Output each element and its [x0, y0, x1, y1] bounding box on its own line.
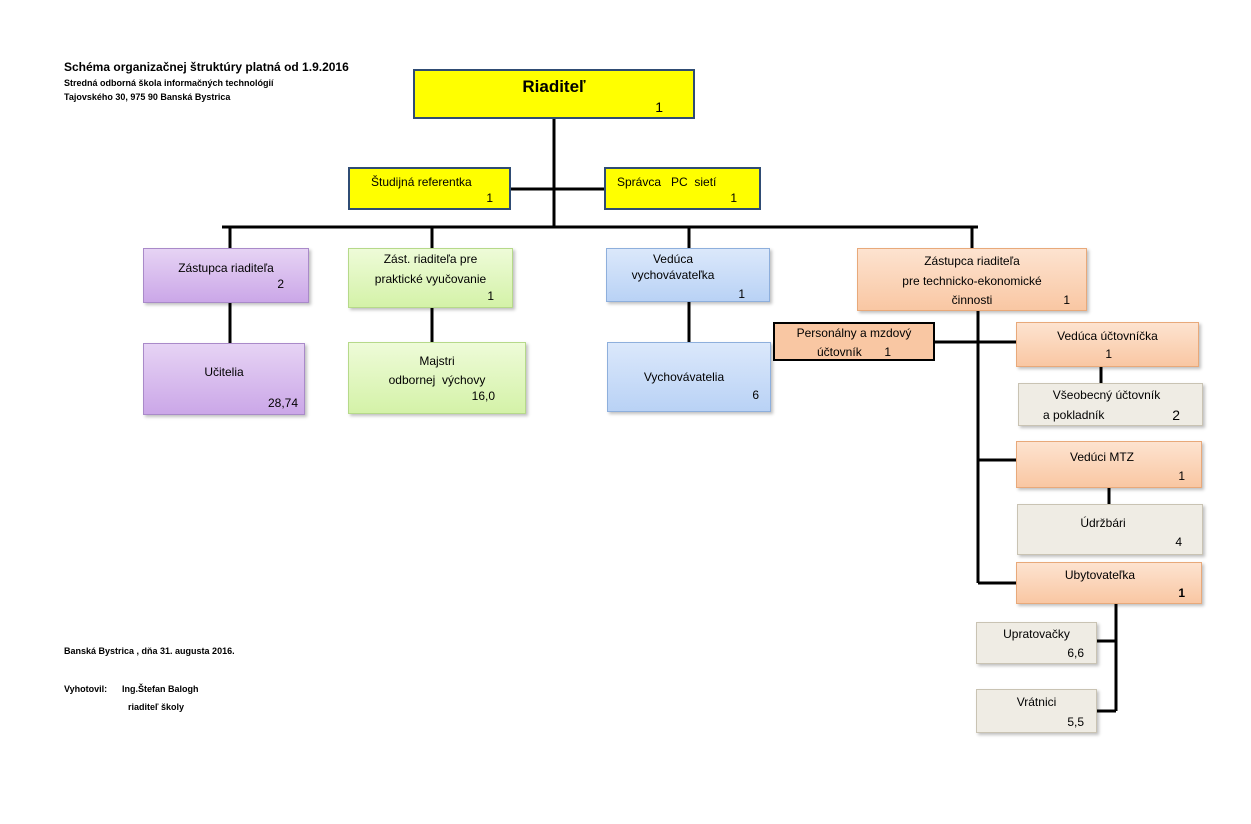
node-label: Zástupca riaditeľa — [178, 261, 274, 275]
node-ucitelia: Učitelia 28,74 — [143, 343, 305, 415]
node-zastupca: Zástupca riaditeľa 2 — [143, 248, 309, 303]
node-label: Ubytovateľka — [1064, 568, 1136, 582]
node-veduci-mtz: Vedúci MTZ 1 — [1016, 441, 1202, 488]
node-zast-tech: Zástupca riaditeľa pre technicko-ekonomi… — [857, 248, 1087, 311]
node-label-line3: činnosti — [951, 293, 993, 307]
node-count: 1 — [655, 99, 663, 115]
node-label-line1: Všeobecný účtovník — [1052, 388, 1161, 402]
node-personalny: Personálny a mzdový účtovník 1 — [773, 322, 935, 361]
node-label: Upratovačky — [1003, 627, 1070, 641]
node-label: Vrátnici — [1016, 695, 1057, 709]
node-ubytovatelka: Ubytovateľka 1 — [1016, 562, 1202, 604]
node-count: 1 — [1063, 293, 1070, 307]
node-veduca-uctovnicka: Vedúca účtovníčka 1 — [1016, 322, 1199, 367]
page-title: Schéma organizačnej štruktúry platná od … — [64, 60, 349, 74]
prepared-name: Ing.Štefan Balogh — [122, 684, 199, 694]
node-count: 4 — [1175, 535, 1182, 549]
node-label: Riaditeľ — [522, 77, 586, 96]
node-count: 2 — [277, 277, 284, 291]
node-count: 1 — [1178, 586, 1185, 600]
school-address: Tajovského 30, 975 90 Banská Bystrica — [64, 92, 231, 102]
node-count: 1 — [1178, 469, 1185, 483]
node-label: Učitelia — [204, 365, 244, 379]
node-count: 6,6 — [1067, 646, 1084, 660]
node-riaditel: Riaditeľ 1 — [413, 69, 695, 119]
node-label-line2: a pokladník — [1043, 408, 1105, 422]
prepared-role: riaditeľ školy — [128, 702, 184, 712]
node-count: 1 — [487, 289, 494, 303]
node-majstri: Majstri odbornej výchovy 16,0 — [348, 342, 526, 414]
node-count: 1 — [738, 287, 745, 301]
node-upratovacky: Upratovačky 6,6 — [976, 622, 1097, 664]
node-label: Správca PC sietí — [617, 175, 717, 189]
node-count: 5,5 — [1067, 715, 1084, 729]
node-count: 6 — [752, 388, 759, 402]
node-udrzbari: Údržbári 4 — [1017, 504, 1203, 555]
node-label: Študijná referentka — [371, 175, 472, 189]
node-label-line2: pre technicko-ekonomické — [902, 274, 1042, 288]
node-vratnici: Vrátnici 5,5 — [976, 689, 1097, 733]
node-spravca-pc: Správca PC sietí 1 — [604, 167, 761, 210]
node-label-line2: vychovávateľka — [631, 268, 715, 282]
node-label: Vedúci MTZ — [1069, 450, 1135, 464]
node-count: 1 — [486, 191, 493, 205]
node-count: 1 — [1105, 347, 1112, 361]
node-count: 16,0 — [471, 389, 495, 403]
node-vseobecny-uctovnik: Všeobecný účtovník a pokladník 2 — [1018, 383, 1203, 426]
node-label-line1: Majstri — [419, 354, 455, 368]
node-label-line2: praktické vyučovanie — [374, 272, 487, 286]
school-name: Stredná odborná škola informačných techn… — [64, 78, 274, 88]
place-date: Banská Bystrica , dňa 31. augusta 2016. — [64, 646, 235, 656]
node-vychovavatelia: Vychovávatelia 6 — [607, 342, 771, 412]
node-count: 1 — [730, 191, 737, 205]
node-label-line1: Vedúca — [652, 252, 694, 266]
node-label-line1: Zástupca riaditeľa — [924, 254, 1020, 268]
node-label-line2: účtovník — [817, 345, 862, 359]
node-label-line1: Zást. riaditeľa pre — [383, 252, 478, 266]
node-count: 1 — [884, 345, 891, 359]
node-label: Vychovávatelia — [643, 370, 725, 384]
node-zast-prakticke: Zást. riaditeľa pre praktické vyučovanie… — [348, 248, 513, 308]
node-label: Vedúca účtovníčka — [1057, 329, 1158, 343]
node-label-line1: Personálny a mzdový — [796, 326, 912, 340]
node-label: Údržbári — [1080, 516, 1126, 530]
node-count: 28,74 — [267, 396, 298, 410]
node-veduca-vychovavatelka: Vedúca vychovávateľka 1 — [606, 248, 770, 302]
node-studijna-referentka: Študijná referentka 1 — [348, 167, 511, 210]
prepared-label: Vyhotovil: — [64, 684, 108, 694]
node-label-line2: odbornej výchovy — [388, 373, 486, 387]
node-count: 2 — [1172, 407, 1180, 423]
